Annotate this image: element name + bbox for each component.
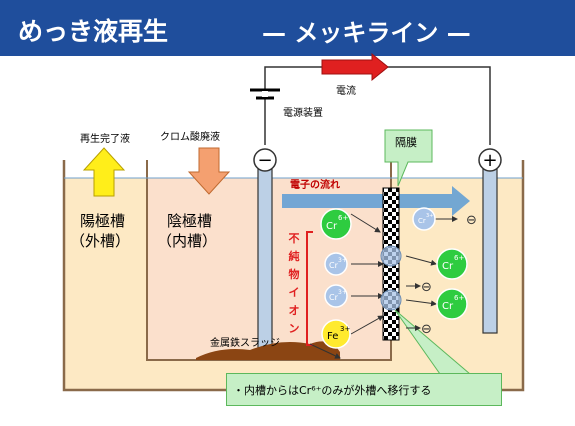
- impurity-char: 物: [288, 268, 300, 281]
- note-box: [226, 373, 502, 406]
- cr3-charge: 3+: [426, 213, 433, 219]
- chrome-waste-label: クロム酸廃液: [160, 132, 220, 143]
- cr3-ion-membrane: [380, 245, 402, 267]
- cr6-ion-anode: [436, 288, 468, 320]
- impurity-bracket: [306, 231, 313, 346]
- cr3-ion-membrane: [380, 289, 402, 311]
- electron-flow-label: 電子の流れ: [290, 180, 340, 191]
- regenerated-liquid-arrow: [82, 147, 126, 197]
- ion-arrow: [405, 299, 437, 307]
- cathode-minus-symbol: −: [257, 150, 272, 171]
- anode-tank-label-1: 陽極槽: [80, 212, 126, 230]
- cr3-label: Cr: [329, 293, 339, 302]
- sludge: [196, 341, 340, 360]
- membrane-callout: [384, 129, 433, 187]
- anode-electrode: [482, 162, 498, 334]
- chrome-waste-arrow: [187, 147, 231, 195]
- electron-icon: ⊖: [421, 322, 432, 337]
- cr6-charge: 6+: [454, 254, 464, 262]
- cr6-label: Cr: [442, 261, 454, 272]
- cathode-tank-label-1: 陰極槽: [167, 212, 213, 230]
- membrane-label: 隔膜: [395, 136, 417, 149]
- cr6-label: Cr: [326, 221, 338, 232]
- regenerated-liquid-label: 再生完了液: [80, 134, 130, 145]
- cr6-ion-anode: [436, 248, 468, 280]
- electron-icon: ⊖: [421, 280, 432, 295]
- cr3-ion: [324, 284, 348, 308]
- anode-plus-symbol: +: [482, 150, 497, 171]
- impurity-char: 純: [288, 250, 300, 263]
- sludge-label: 金属鉄スラッジ: [210, 338, 280, 349]
- page-title: めっき液再生: [18, 17, 169, 46]
- cr3-charge: 3+: [338, 257, 347, 264]
- sludge-arrow: [309, 343, 341, 359]
- cr3-ion-anode: [412, 207, 436, 231]
- impurity-char: 不: [288, 232, 300, 245]
- cathode-tank-label-2: （内槽）: [157, 232, 218, 250]
- cathode-minus-icon: [253, 148, 277, 172]
- power-supply-label: 電源装置: [283, 108, 323, 119]
- cr6-label: Cr: [442, 301, 454, 312]
- ion-arrow: [405, 255, 437, 266]
- cr3-charge: 3+: [338, 289, 347, 296]
- cr6-ion-cathode: [320, 208, 352, 240]
- electron-icon: ⊖: [466, 213, 477, 228]
- ion-arrow: [350, 213, 381, 233]
- impurity-ions-label: 不 純 物 イ オ ン: [286, 230, 302, 338]
- current-arrow: [321, 52, 389, 82]
- impurity-char: ン: [288, 322, 300, 335]
- impurity-char: オ: [288, 304, 300, 317]
- title-banner: [0, 0, 575, 56]
- page-subtitle: — メッキライン —: [262, 19, 471, 47]
- battery-gap-mask: [262, 91, 268, 97]
- impurity-char: イ: [288, 286, 300, 299]
- fe3-charge: 3+: [340, 325, 350, 333]
- cr6-charge: 6+: [338, 214, 348, 222]
- cr3-label: Cr: [329, 261, 339, 270]
- fe3-label: Fe: [327, 331, 338, 342]
- cr3-ion: [324, 252, 348, 276]
- cathode-electrode: [257, 162, 273, 351]
- anode-plus-icon: [478, 148, 502, 172]
- note-text: ・内槽からはCr⁶⁺のみが外槽へ移行する: [233, 384, 432, 397]
- anode-tank-label-2: （外槽）: [70, 232, 131, 250]
- ion-arrow: [350, 315, 384, 335]
- cr6-charge: 6+: [454, 294, 464, 302]
- current-label: 電流: [336, 86, 356, 97]
- cr3-label: Cr: [418, 217, 426, 225]
- fe3-ion: [321, 319, 351, 349]
- electron-flow-arrow: [282, 186, 470, 216]
